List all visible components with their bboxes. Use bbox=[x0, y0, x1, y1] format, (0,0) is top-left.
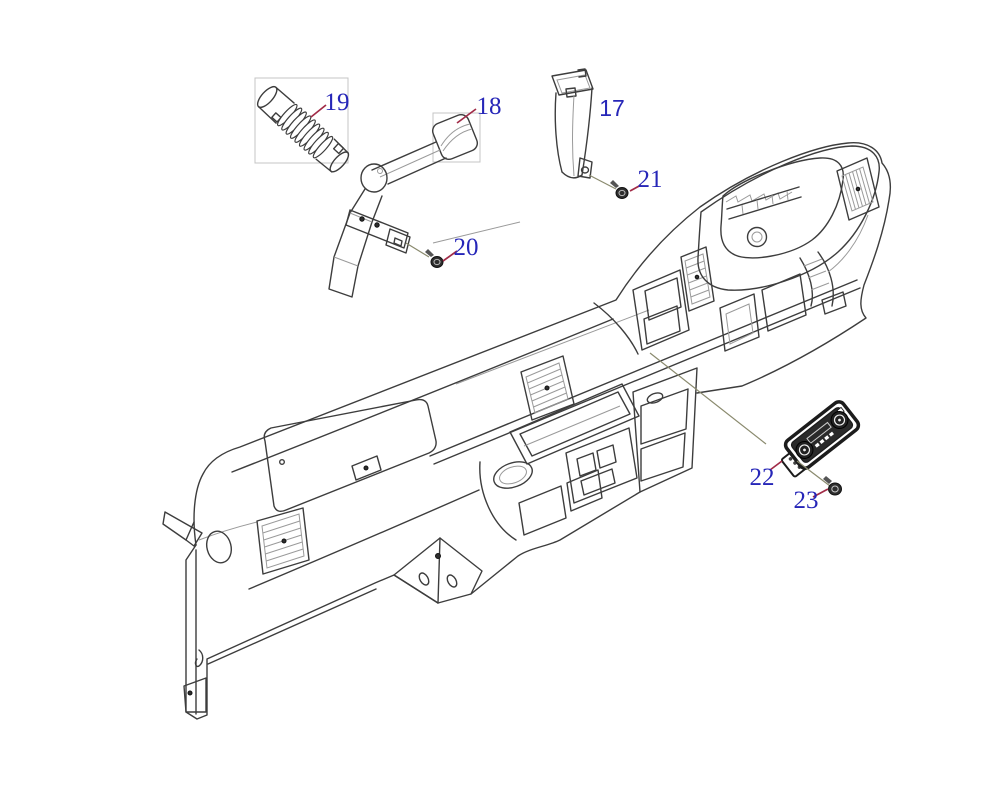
callout-21-number[interactable]: 21 bbox=[638, 166, 663, 193]
callout-19[interactable]: 19 bbox=[310, 89, 350, 118]
part-19-flexible-hose bbox=[256, 85, 350, 173]
column-contour bbox=[593, 302, 639, 355]
cup-holder bbox=[493, 461, 533, 489]
bottom-bracket bbox=[393, 537, 483, 604]
glove-box-latch bbox=[351, 455, 382, 481]
part-17-pillar-vent-duct bbox=[551, 68, 594, 179]
cassette-slot bbox=[806, 421, 832, 444]
radio-mount-axis bbox=[649, 352, 767, 445]
callout-19-number[interactable]: 19 bbox=[325, 89, 350, 116]
part-18-defroster-duct bbox=[328, 113, 479, 298]
callout-18-number[interactable]: 18 bbox=[477, 93, 502, 120]
callout-22-number[interactable]: 22 bbox=[750, 464, 775, 491]
console-side-panel bbox=[632, 367, 698, 493]
highlight-box-part-19 bbox=[254, 77, 349, 164]
part-20-screw bbox=[425, 249, 444, 268]
callout-23-number[interactable]: 23 bbox=[794, 487, 819, 514]
left-vent bbox=[256, 507, 310, 575]
instrument-cluster bbox=[697, 145, 880, 291]
center-vent bbox=[520, 355, 575, 421]
center-tray bbox=[509, 383, 640, 465]
switch-panel bbox=[565, 427, 638, 504]
right-support bbox=[799, 214, 869, 315]
radio-knob bbox=[830, 411, 849, 430]
radio-slot-opening bbox=[761, 273, 807, 332]
part-22-radio-head-unit bbox=[783, 400, 861, 470]
callout-20[interactable]: 20 bbox=[442, 234, 479, 262]
part-21-screw bbox=[610, 180, 629, 199]
callout-17-number[interactable]: 17 bbox=[599, 95, 625, 121]
left-oval-hole bbox=[205, 530, 233, 564]
screw-23-axis bbox=[796, 460, 831, 487]
callout-17[interactable]: 17 bbox=[599, 95, 625, 121]
instrument-panel-assembly bbox=[162, 142, 891, 720]
glove-box bbox=[263, 398, 437, 513]
small-switch-blank bbox=[719, 293, 760, 352]
left-end-tab bbox=[162, 511, 203, 547]
cluster-left-vent bbox=[680, 246, 715, 312]
lower-bracket bbox=[183, 677, 207, 713]
duct-ball-joint bbox=[360, 163, 388, 193]
callout-22[interactable]: 22 bbox=[750, 460, 783, 491]
radio-knob bbox=[795, 440, 814, 459]
hvac-panel-cutout bbox=[632, 269, 690, 351]
callout-20-number[interactable]: 20 bbox=[454, 234, 479, 261]
callout-21[interactable]: 21 bbox=[629, 166, 663, 193]
lower-bin bbox=[518, 485, 567, 536]
highlight-box-part-18 bbox=[432, 112, 481, 163]
right-vent bbox=[836, 157, 880, 221]
defroster-trim bbox=[429, 279, 858, 457]
screw-21-axis bbox=[588, 174, 617, 190]
gauge-hole bbox=[746, 226, 768, 248]
duct-strap bbox=[345, 209, 409, 249]
callout-23[interactable]: 23 bbox=[794, 487, 829, 514]
screw-20-axis bbox=[405, 242, 430, 258]
part-23-screw bbox=[823, 476, 842, 496]
callout-18[interactable]: 18 bbox=[456, 93, 502, 124]
console-slot bbox=[646, 392, 664, 404]
lower-bin bbox=[566, 469, 603, 512]
